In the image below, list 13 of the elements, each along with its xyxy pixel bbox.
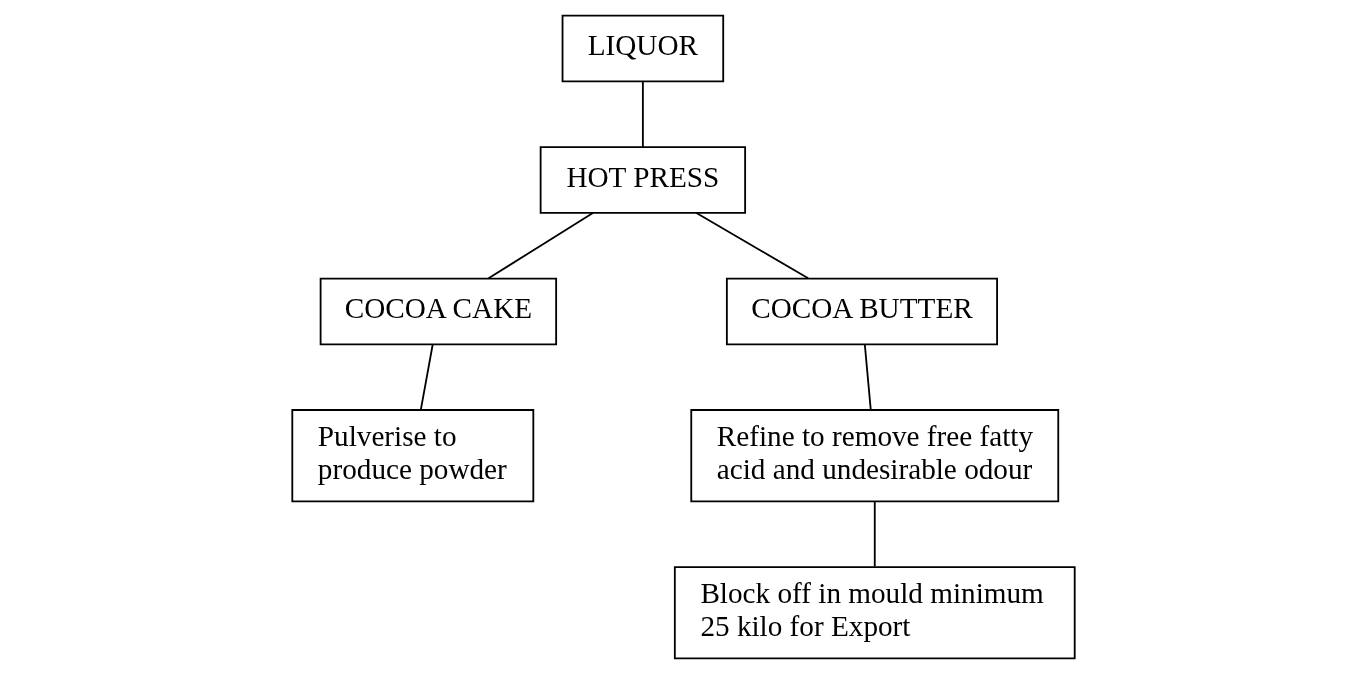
node-box: Refine to remove free fatty acid and undesirable odour bbox=[689, 409, 1059, 503]
connector bbox=[695, 212, 809, 280]
node-box: Pulverise to produce powder bbox=[290, 409, 534, 503]
connector bbox=[641, 81, 644, 148]
connector bbox=[873, 500, 876, 568]
node-box: LIQUOR bbox=[561, 14, 724, 83]
connector bbox=[487, 212, 594, 280]
connector bbox=[419, 343, 434, 411]
node-box: HOT PRESS bbox=[539, 146, 746, 214]
node-box: COCOA BUTTER bbox=[725, 277, 998, 346]
node-box: COCOA CAKE bbox=[319, 277, 557, 346]
connector bbox=[863, 343, 872, 411]
node-box: Block off in mould minimum 25 kilo for Export bbox=[673, 566, 1076, 660]
